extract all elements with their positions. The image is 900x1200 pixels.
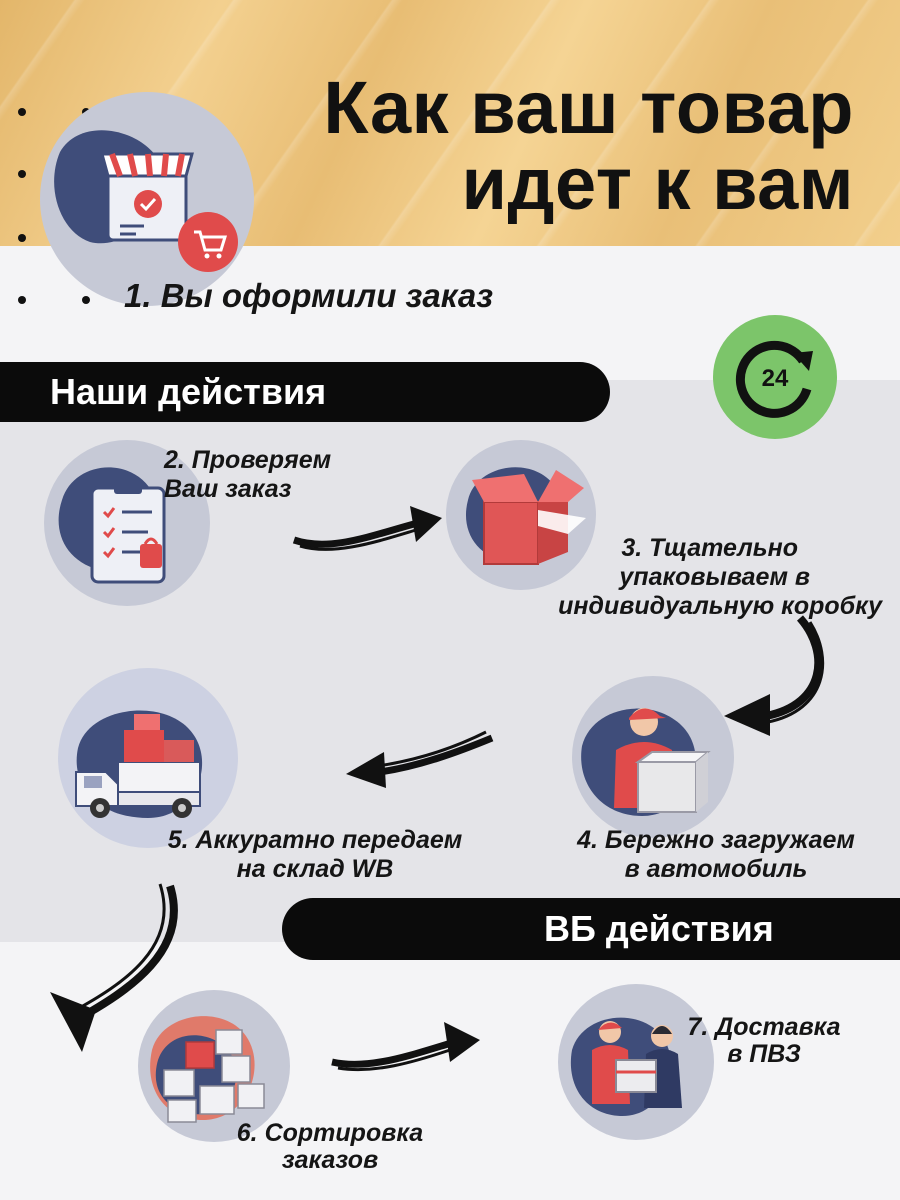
decor-dot: [18, 296, 26, 304]
arrow-curve-down-left-icon: [50, 883, 178, 1052]
clock-24-badge: 24: [713, 315, 837, 439]
wb-actions-label: ВБ действия: [544, 908, 774, 949]
arrow-right-icon: [292, 506, 442, 551]
open-box-illustration: [446, 440, 596, 590]
step-4-caption: 4. Бережно загружаем в автомобиль: [577, 826, 855, 883]
store-order-illustration: [40, 92, 254, 306]
arrow-curve-down-icon: [724, 615, 825, 736]
sorting-boxes-illustration: [138, 990, 290, 1142]
courier-loading-illustration: [572, 676, 734, 838]
truck-illustration: [58, 668, 238, 848]
step-1-caption: 1. Вы оформили заказ: [124, 277, 494, 314]
decor-dot: [18, 234, 26, 242]
decor-dot: [18, 170, 26, 178]
clipboard-illustration: [44, 440, 210, 606]
badge-label: 24: [762, 365, 789, 392]
step-6-caption: 6. Сортировка заказов: [236, 1119, 424, 1174]
title-line-2: идет к вам: [461, 142, 854, 225]
delivery-handover-illustration: [558, 984, 714, 1140]
arrow-left-icon: [346, 730, 494, 788]
wb-actions-banner: ВБ действия: [282, 898, 900, 960]
title-line-1: Как ваш товар: [323, 66, 854, 149]
arrow-right-icon-2: [331, 1022, 480, 1072]
decor-dot: [82, 296, 90, 304]
our-actions-label: Наши действия: [50, 371, 327, 412]
step-5-caption: 5. Аккуратно передаем на склад WB: [167, 826, 463, 883]
our-actions-banner: Наши действия: [0, 362, 610, 422]
step-3-caption: 3. Тщательно упаковываем в индивидуальну…: [558, 534, 882, 620]
clock-24-icon: 24: [735, 340, 813, 418]
decor-dot: [18, 108, 26, 116]
step-7-caption: 7. Доставка в ПВЗ: [687, 1013, 841, 1068]
page-title: Как ваш товар идет к вам: [234, 70, 854, 222]
step-2-caption: 2. Проверяем Ваш заказ: [164, 446, 332, 503]
